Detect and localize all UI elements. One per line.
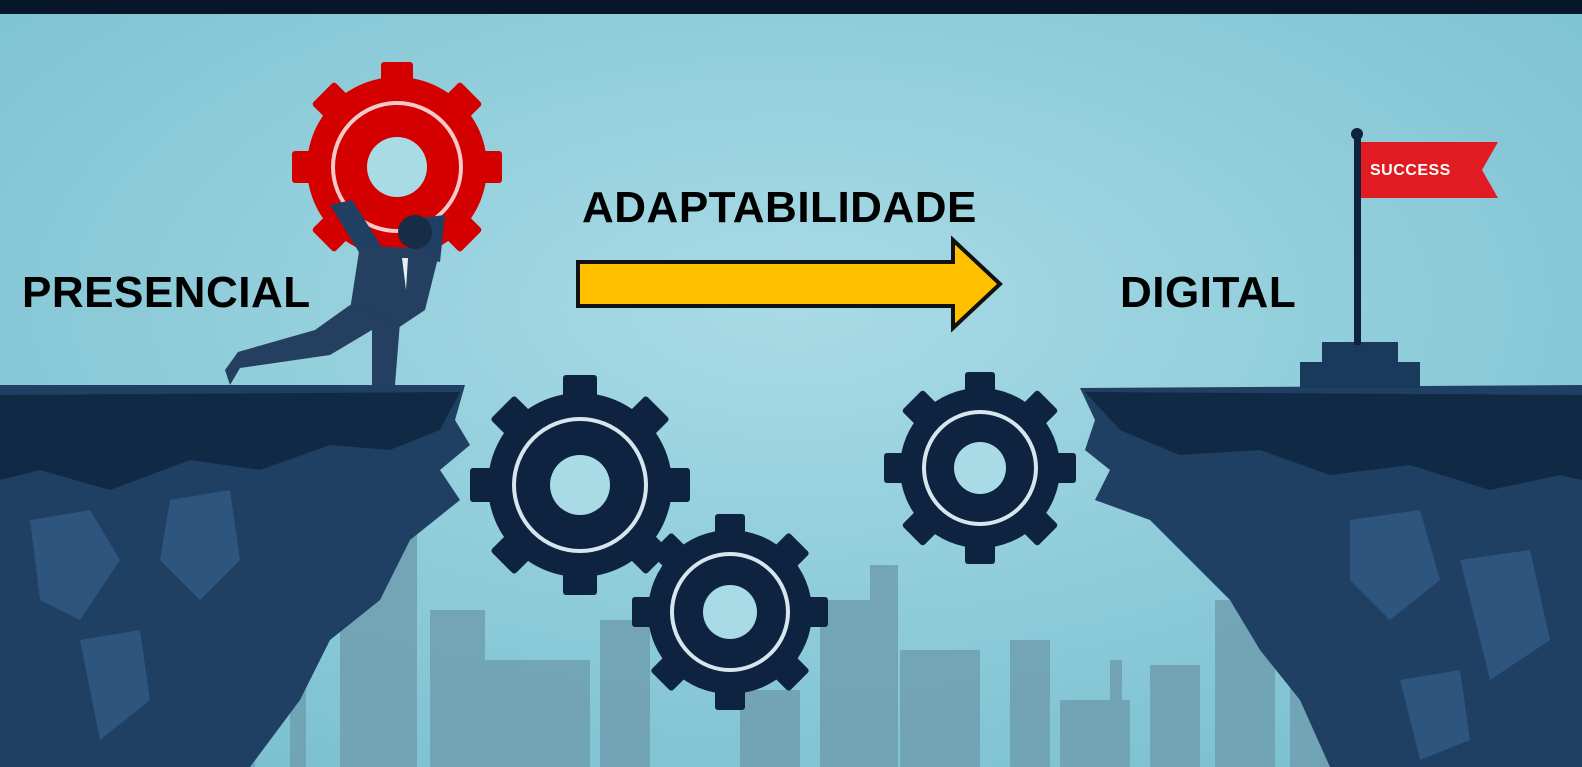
- flag-text: SUCCESS: [1370, 162, 1451, 179]
- label-adaptabilidade: ADAPTABILIDADE: [582, 183, 977, 232]
- gear-icon-dark-2: [632, 514, 828, 710]
- label-digital: DIGITAL: [1120, 268, 1297, 317]
- left-cliff: [0, 385, 470, 767]
- right-cliff: [1080, 385, 1582, 767]
- flag-icon: [1351, 128, 1498, 345]
- gear-icon-dark-1: [470, 375, 690, 595]
- pedestal: [1300, 342, 1420, 388]
- gear-icon-red: [292, 62, 502, 272]
- label-presencial: PRESENCIAL: [22, 268, 311, 317]
- top-band: [0, 0, 1582, 14]
- person-icon: [225, 200, 445, 385]
- arrow-right-icon: [576, 235, 1003, 333]
- gear-icon-dark-3: [884, 372, 1076, 564]
